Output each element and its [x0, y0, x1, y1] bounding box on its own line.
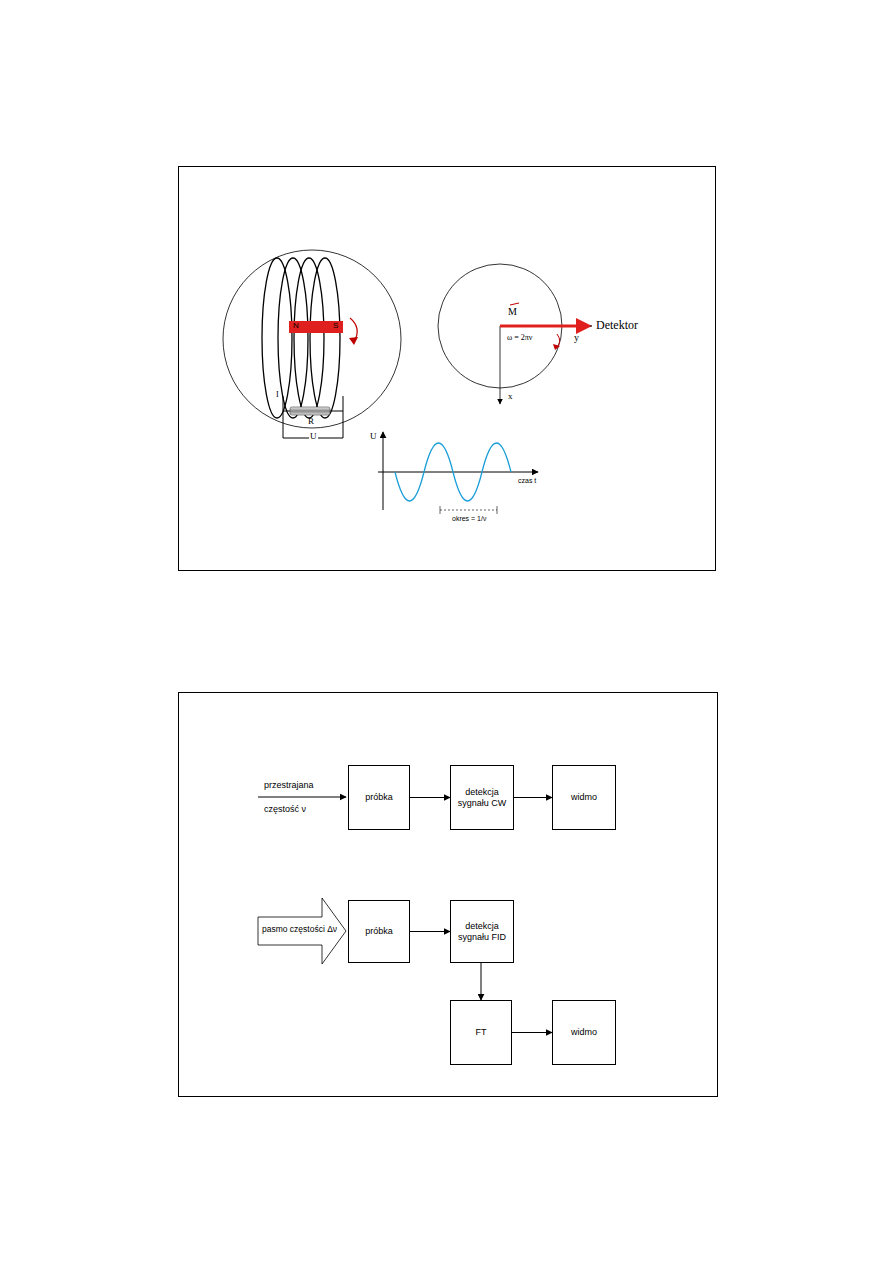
- box-text: próbka: [365, 792, 393, 803]
- box-text: widmo: [571, 792, 597, 803]
- slide-frame: [179, 167, 716, 571]
- box-text: FT: [476, 1027, 487, 1038]
- slide-frame: [179, 693, 718, 1097]
- pole-label: N: [293, 322, 299, 331]
- sweep-input-arrow: [258, 797, 346, 798]
- input-label: przestrajana częstość ν: [264, 773, 326, 821]
- resistor-label: R: [308, 417, 314, 427]
- magnetization-head: [576, 318, 592, 334]
- box-text: detekcja sygnału FID: [454, 921, 510, 943]
- flow-arrow: [481, 963, 482, 1000]
- magnet-bar: [289, 321, 343, 333]
- current-label: I: [276, 391, 279, 400]
- period-label: okres = 1/ν: [452, 515, 486, 523]
- axis-label: czas t: [518, 477, 536, 485]
- process-box: detekcja sygnału FID: [450, 900, 514, 963]
- flow-arrow: [410, 931, 450, 932]
- magnetization-vector: [500, 325, 578, 328]
- sine-signal: [395, 443, 511, 501]
- flow-arrow: [512, 1032, 552, 1033]
- rotation-arrow-head: [349, 337, 358, 345]
- process-box: FT: [450, 1000, 512, 1065]
- resistor-symbol: [290, 407, 330, 415]
- coil-windings: [262, 258, 340, 418]
- x-axis: [500, 326, 501, 404]
- flow-arrow: [410, 797, 450, 798]
- axis-label: U: [370, 432, 377, 442]
- graph-t-axis: [378, 472, 538, 473]
- voltage-label: U: [309, 432, 318, 442]
- band-input-arrow: [258, 898, 346, 964]
- pole-label: S: [333, 322, 338, 331]
- frequency-label: ω = 2πν: [507, 334, 532, 343]
- y-axis: [590, 326, 592, 327]
- process-box: detekcja sygnału CW: [450, 765, 514, 830]
- process-box: próbka: [348, 765, 410, 830]
- graph-u-axis: [383, 432, 384, 510]
- rotation-arrow-head: [553, 344, 560, 350]
- axis-label: x: [508, 392, 513, 402]
- vector-label: M: [508, 306, 517, 317]
- process-box: próbka: [348, 900, 410, 963]
- input-label: pasmo częstości Δν: [261, 925, 338, 934]
- process-box: widmo: [552, 765, 616, 830]
- box-text: widmo: [571, 1027, 597, 1038]
- flow-arrow: [514, 797, 552, 798]
- period-bracket: [440, 506, 497, 514]
- box-text: próbka: [365, 926, 393, 937]
- axis-label: y: [574, 332, 579, 343]
- vector-arrow-mark: [510, 303, 519, 305]
- sample-circle: [223, 250, 401, 428]
- process-box: widmo: [552, 1000, 616, 1065]
- box-text: detekcja sygnału CW: [454, 787, 510, 809]
- detector-label: Detektor: [596, 319, 638, 332]
